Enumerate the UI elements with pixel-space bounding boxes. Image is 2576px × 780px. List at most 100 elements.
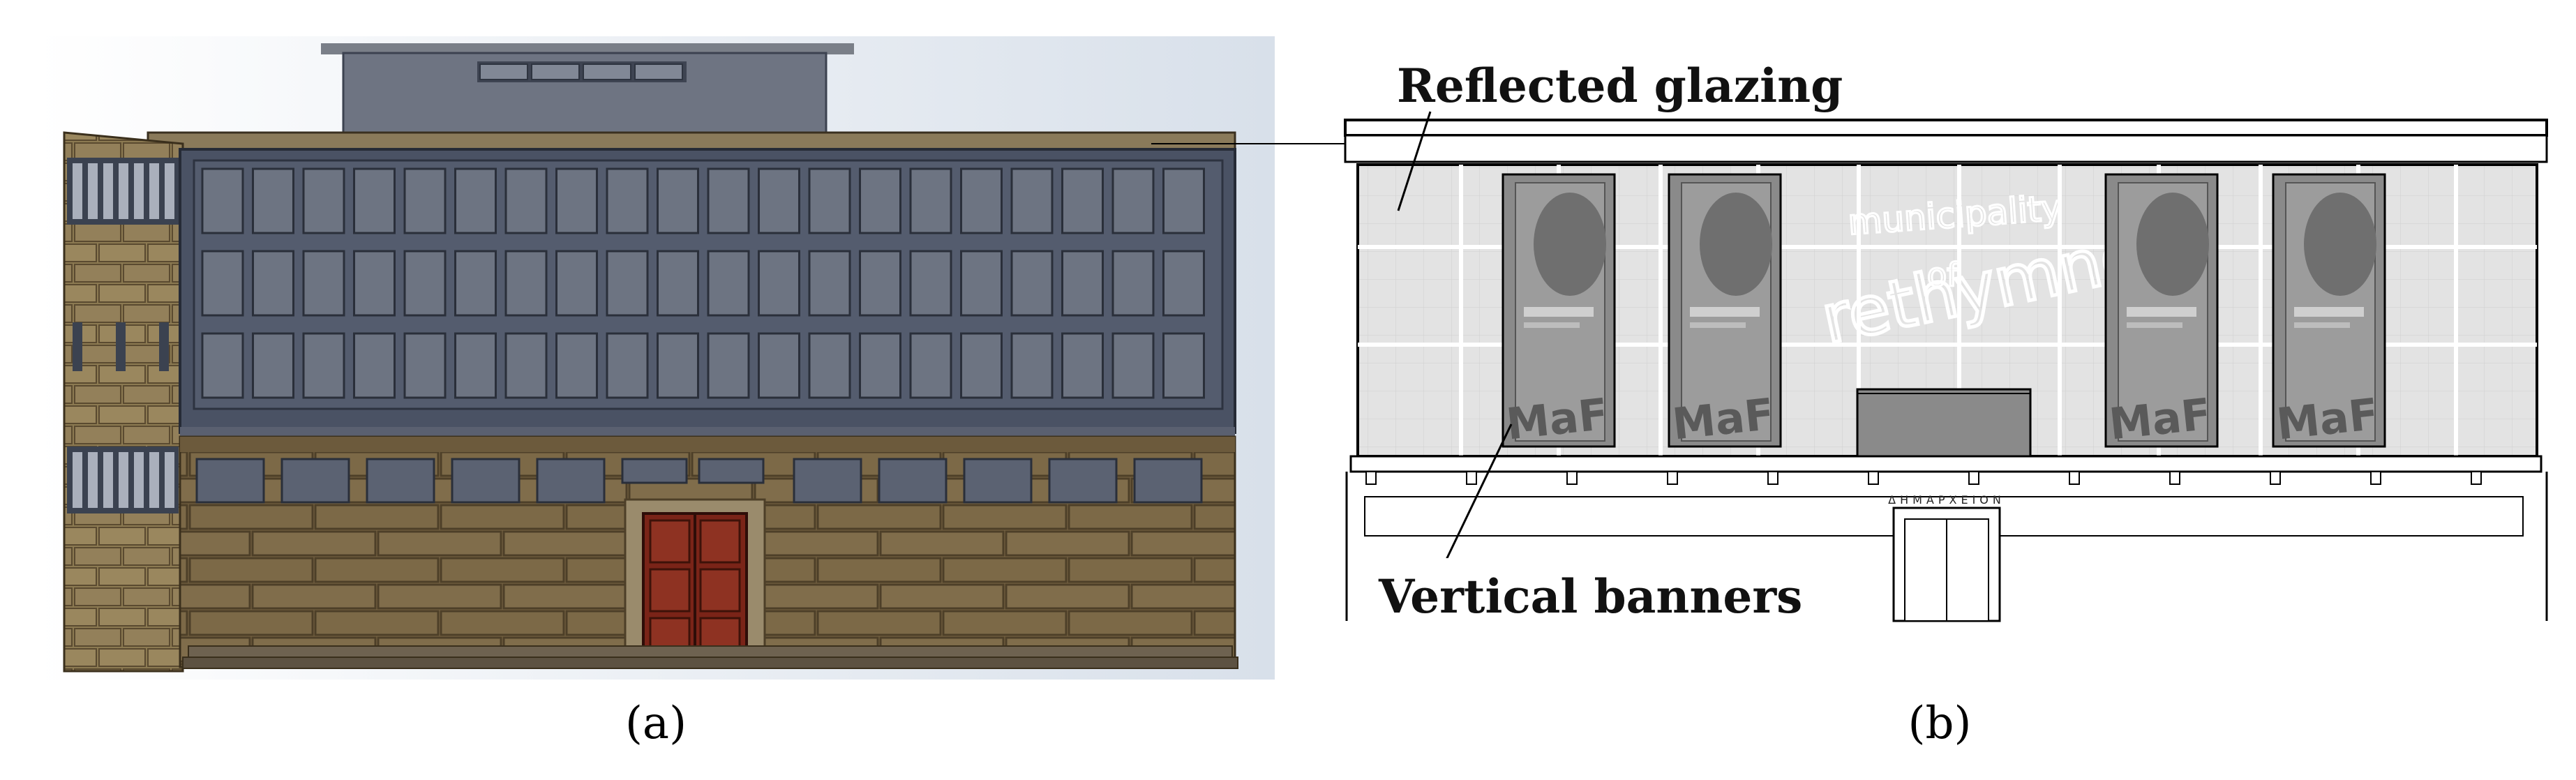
ground-window [878, 458, 948, 504]
slab-support [1767, 471, 1779, 485]
ground-window [195, 458, 265, 504]
banner: MaF [1668, 173, 1782, 450]
callout-reflected-glazing: Reflected glazing [1397, 59, 1843, 113]
facade-window [454, 250, 497, 317]
slab-support [1968, 471, 1979, 485]
facade-window [403, 167, 447, 234]
facade-window [707, 250, 750, 317]
banner-emblem [2304, 193, 2376, 296]
panel-a-rendering [36, 36, 1275, 680]
ground-window [366, 458, 435, 504]
banner: MaF [1502, 173, 1616, 450]
banner-emblem [1700, 193, 1772, 296]
side-wing [63, 131, 184, 673]
facade-window [555, 167, 598, 234]
facade-window [960, 332, 1003, 399]
facade-window [252, 250, 294, 317]
ground-window [1133, 458, 1203, 504]
banner-text: MaF [2274, 389, 2381, 450]
transom-window [698, 458, 765, 484]
facade-window [201, 167, 244, 234]
facade-window [1111, 250, 1155, 317]
facade-window [909, 167, 952, 234]
facade-window [657, 332, 699, 399]
slab-support [2270, 471, 2281, 485]
central-canopy [1856, 388, 2032, 458]
facade-window [859, 332, 901, 399]
facade-window [555, 332, 598, 399]
facade-window [1010, 250, 1054, 317]
facade-window [504, 250, 548, 317]
facade-window [353, 250, 396, 317]
facade-window [201, 250, 244, 317]
facade-window [1010, 332, 1054, 399]
facade-window [758, 167, 800, 234]
facade-window [403, 332, 447, 399]
callout-vertical-banners: Vertical banners [1378, 569, 1802, 624]
building-sign: ΔΗΜΑΡΧΕΙΟΝ [1888, 493, 2005, 507]
facade-window [504, 167, 548, 234]
callout-leader-banners [1444, 423, 1513, 562]
facade-window [1162, 167, 1205, 234]
facade-window [302, 250, 345, 317]
banner-text: MaF [1670, 389, 1776, 450]
facade-window [1061, 332, 1104, 399]
callout-leader-glazing [1397, 111, 1432, 211]
facade-window [1162, 250, 1205, 317]
facade-window [909, 332, 952, 399]
banner-emblem [2136, 193, 2209, 296]
facade-window [606, 250, 649, 317]
slab-support [1868, 471, 1879, 485]
vertical-banners: MaF MaF MaF MaF [1502, 173, 2386, 450]
roof-slab [147, 131, 1236, 152]
facade-window [657, 250, 699, 317]
facade-window [1111, 167, 1155, 234]
facade-window [606, 167, 649, 234]
facade-window [960, 167, 1003, 234]
banner: MaF [2272, 173, 2386, 450]
facade-window [403, 250, 447, 317]
stone-ground-floor [179, 435, 1236, 668]
facade-window [859, 167, 901, 234]
facade-window [758, 332, 800, 399]
cornice [1344, 119, 2548, 137]
panel-b-label: (b) [1908, 698, 1972, 749]
facade-window [808, 167, 851, 234]
slab-support [2169, 471, 2180, 485]
facade-window [1061, 167, 1104, 234]
facade-window [758, 250, 800, 317]
plinth-steps [182, 645, 1238, 669]
facade-window [555, 250, 598, 317]
facade-window [252, 332, 294, 399]
ground-window [793, 458, 862, 504]
ground-window [536, 458, 606, 504]
facade-window [1061, 250, 1104, 317]
facade-window [302, 167, 345, 234]
facade-window [302, 332, 345, 399]
facade-window [808, 250, 851, 317]
slab-support [2370, 471, 2381, 485]
ground-window [1048, 458, 1118, 504]
graffiti-of: of [1927, 256, 1959, 294]
slab-support [1365, 471, 1377, 485]
banner: MaF [2104, 173, 2219, 450]
slab-band [1349, 455, 2543, 485]
facade-window [1111, 332, 1155, 399]
slab-support [1566, 471, 1578, 485]
facade-window [454, 167, 497, 234]
facade-window [960, 250, 1003, 317]
facade-window [707, 167, 750, 234]
facade-window [1010, 167, 1054, 234]
roof-pavilion [321, 43, 854, 137]
facade-window [909, 250, 952, 317]
facade-window [252, 167, 294, 234]
facade-window [504, 332, 548, 399]
ground-window [963, 458, 1033, 504]
facade-window [808, 332, 851, 399]
lower-storey: ΔΗΜΑΡΧΕΙΟΝ [1345, 472, 2548, 622]
facade-window [657, 167, 699, 234]
upper-cladding-block [179, 148, 1236, 437]
ground-window [451, 458, 521, 504]
banner-emblem [1534, 193, 1606, 296]
